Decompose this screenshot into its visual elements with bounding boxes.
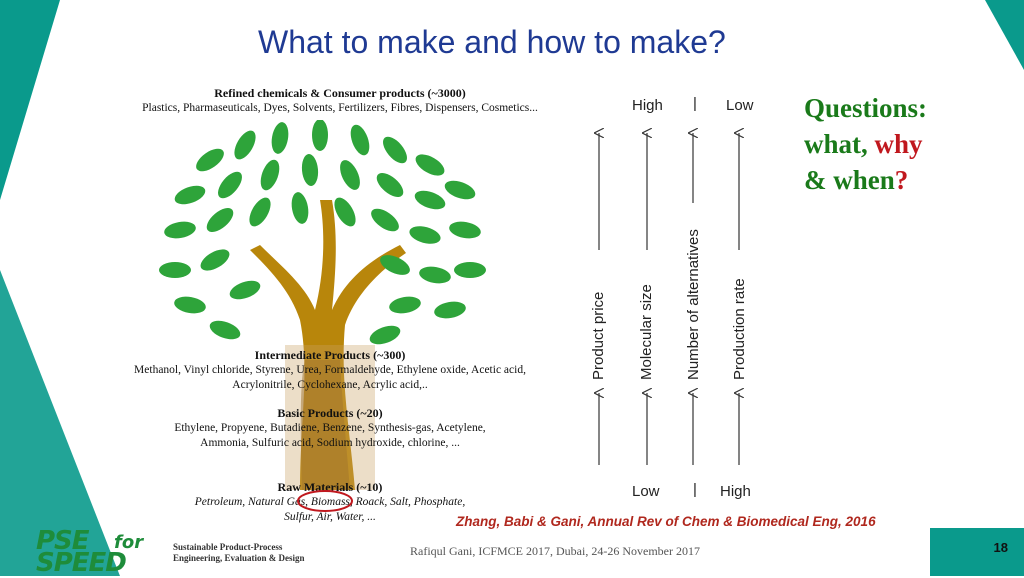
question-why: why [874,129,923,159]
bottom-left-label: Low [632,483,660,500]
basic-heading: Basic Products (~20) [277,406,383,420]
scale-arrows [580,125,760,465]
question-what: what, [804,129,868,159]
bottom-separator: | [693,481,697,498]
refined-items: Plastics, Pharmaseuticals, Dyes, Solvent… [142,102,538,114]
pse-for-speed-logo: PSE for SPEED [36,526,176,578]
top-separator: | [693,95,697,112]
logo-pse: PSE [36,526,90,556]
intermediate-section: Intermediate Products (~300) Methanol, V… [110,348,550,393]
axis-production-rate: Production rate [731,278,748,380]
top-right-stripe [985,0,1024,70]
logo-subtitle-line2: Engineering, Evaluation & Design [173,553,305,563]
tree-trunk [250,200,406,490]
refined-heading: Refined chemicals & Consumer products (~… [214,86,466,100]
axis-molecular-size: Molecular size [638,284,655,380]
question-mark: ? [894,165,909,195]
logo-subtitle-line1: Sustainable Product-Process [173,542,283,552]
top-right-label: Low [726,97,754,114]
intermediate-line2: Acrylonitrile, Cyclohexane, Acrylic acid… [232,379,428,391]
axis-product-price: Product price [590,291,607,380]
slide-title: What to make and how to make? [258,24,726,60]
leaves [159,120,486,345]
logo-speed: SPEED [36,548,127,578]
bottom-left-stripe [0,270,120,576]
trunk-shadow [300,360,350,490]
intermediate-heading: Intermediate Products (~300) [254,348,406,362]
trunk-base [285,345,375,490]
raw-line2: Sulfur, Air, Water, ... [284,511,376,523]
questions-block: Questions: what, why & when? [804,90,927,198]
basic-line2: Ammonia, Sulfuric acid, Sodium hydroxide… [200,437,460,449]
raw-line1: Petroleum, Natural Gas, Biomass, Roack, … [194,496,466,508]
tree-illustration [159,120,486,490]
biomass-highlight-circle [297,490,353,512]
top-left-stripe [0,0,60,200]
logo-for: for [114,532,144,553]
raw-heading: Raw Materials (~10) [277,480,383,494]
logo-subtitle: Sustainable Product-Process Engineering,… [173,542,305,564]
page-number-box [930,528,1024,576]
intermediate-line1: Methanol, Vinyl chloride, Styrene, Urea,… [134,364,526,376]
footer-presenter: Rafiqul Gani, ICFMCE 2017, Dubai, 24-26 … [410,544,700,558]
refined-section: Refined chemicals & Consumer products (~… [110,86,570,116]
axis-number-of-alternatives: Number of alternatives [685,229,702,380]
top-left-label: High [632,97,663,114]
reference-citation: Zhang, Babi & Gani, Annual Rev of Chem &… [456,514,876,529]
bottom-right-label: High [720,483,751,500]
basic-line1: Ethylene, Propyene, Butadiene, Benzene, … [174,422,486,434]
raw-section: Raw Materials (~10) Petroleum, Natural G… [110,480,550,525]
question-when: & when [804,165,895,195]
basic-section: Basic Products (~20) Ethylene, Propyene,… [110,406,550,451]
questions-heading: Questions: [804,93,928,123]
page-number: 18 [993,540,1008,555]
